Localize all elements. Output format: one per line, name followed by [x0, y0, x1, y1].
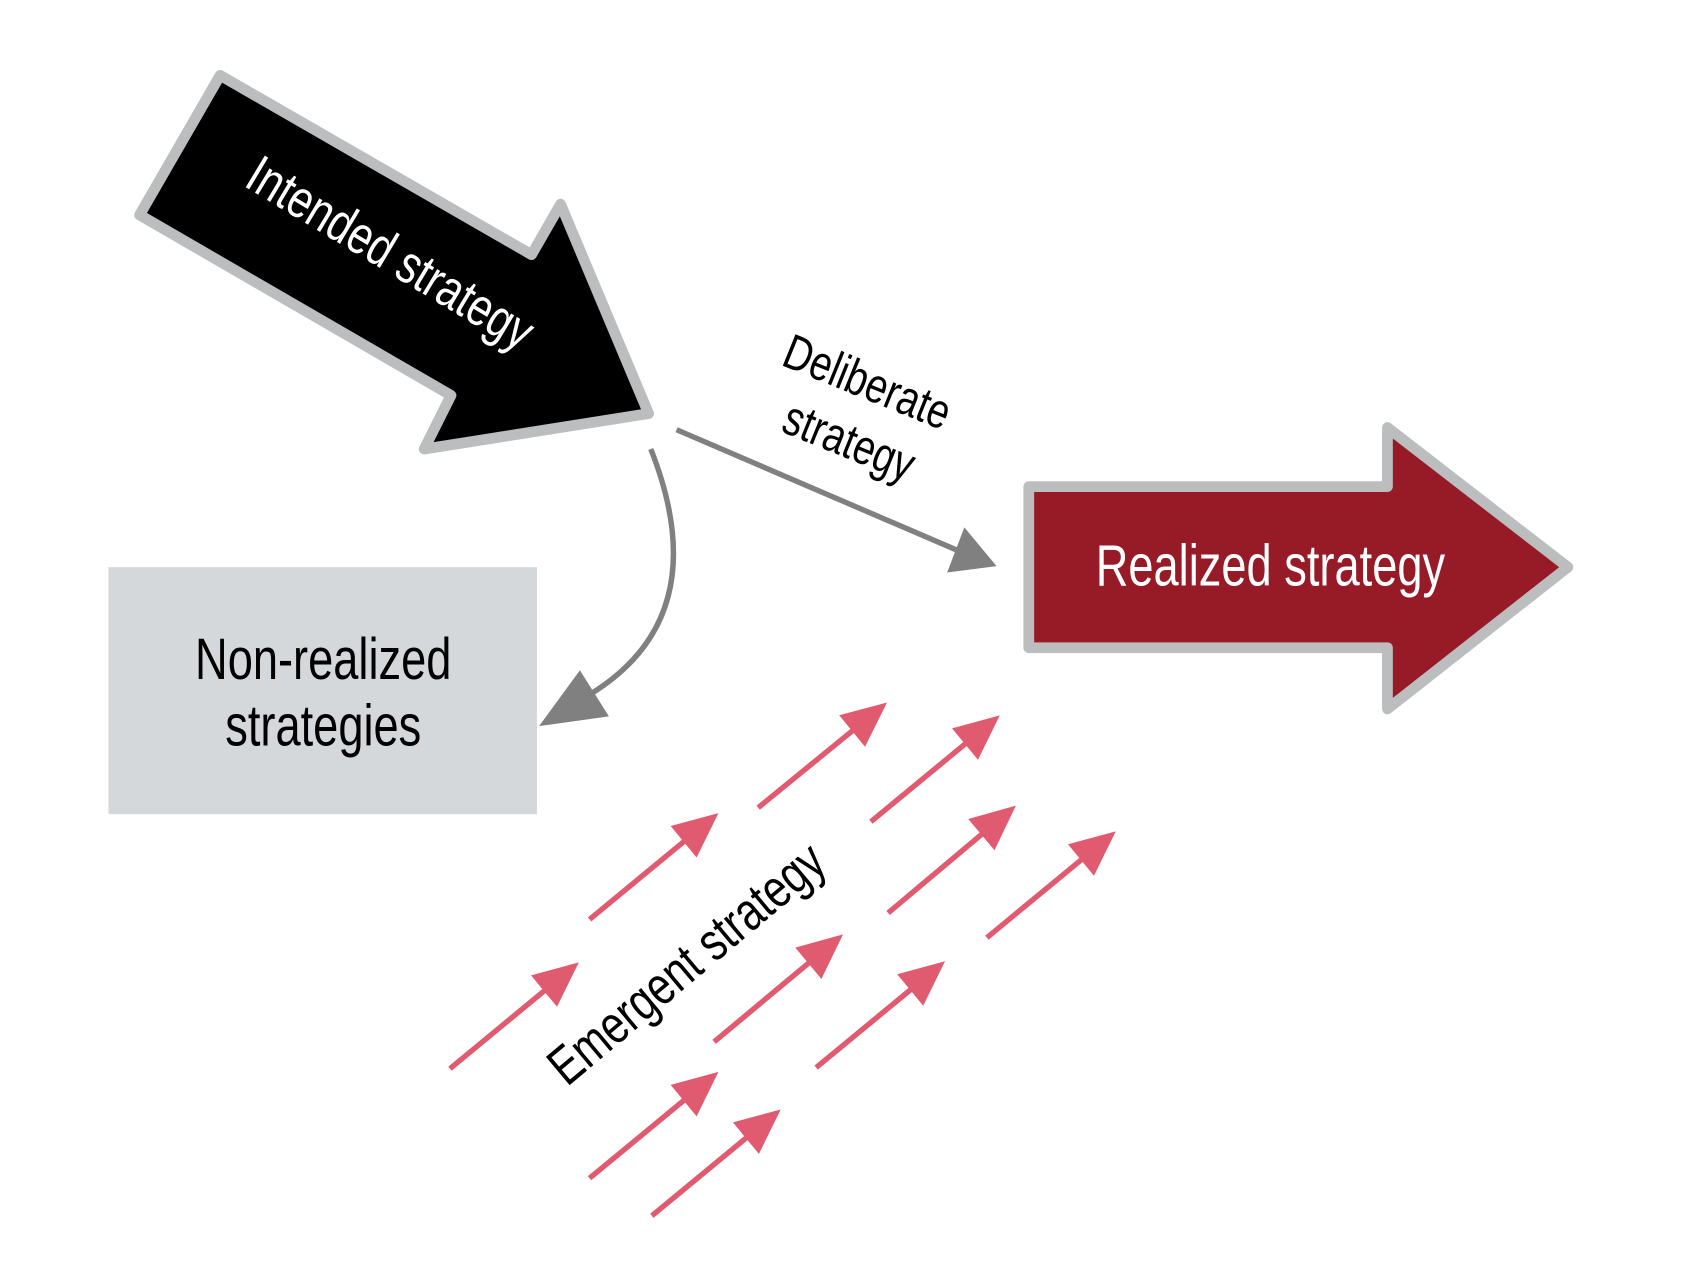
emergent-strategy-label: Emergent strategy [536, 831, 837, 1097]
non-realized-label-line1: Non-realized [195, 628, 451, 693]
emergent-arrow [869, 715, 1000, 824]
emergent-arrow [814, 961, 946, 1070]
non-realized-box: Non-realized strategies [108, 567, 537, 815]
realized-strategy-label: Realized strategy [1096, 534, 1445, 599]
realized-strategy-arrow: Realized strategy [1023, 422, 1574, 715]
emergent-arrow [650, 1109, 781, 1218]
emergent-arrow [756, 702, 888, 810]
emergent-arrows [448, 702, 1116, 1218]
intended-strategy-arrow: Intended strategy [134, 69, 654, 455]
emergent-arrow [712, 934, 843, 1044]
emergent-arrow [587, 813, 719, 922]
deliberate-connector: Deliberate strategy [675, 324, 997, 573]
emergent-arrow [587, 1071, 719, 1181]
emergent-arrow [985, 831, 1116, 940]
non-realized-connector [539, 448, 677, 727]
emergent-arrow [886, 805, 1016, 916]
emergent-arrow [448, 962, 579, 1071]
non-realized-label-line2: strategies [225, 694, 421, 759]
